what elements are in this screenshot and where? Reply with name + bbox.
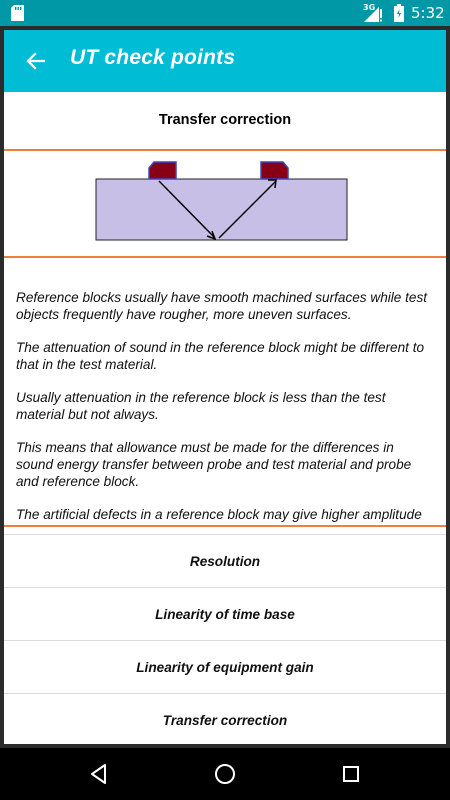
section-title: Transfer correction: [158, 112, 292, 128]
page-title: UT check points: [70, 46, 236, 69]
arrow-back-icon: [26, 52, 46, 70]
clock: 5:32: [411, 4, 445, 22]
sd-card-icon: [11, 5, 24, 21]
back-triangle-icon[interactable]: [87, 762, 111, 786]
topic-list: Resolution Linearity of time base Linear…: [4, 534, 446, 744]
paragraph: This means that allowance must be made f…: [16, 440, 412, 489]
paragraph: The artificial defects in a reference bl…: [16, 507, 422, 525]
probe-left: [148, 161, 177, 180]
app-container: UT check points Transfer correction Refe…: [4, 30, 446, 744]
paragraph: Usually attenuation in the reference blo…: [16, 390, 386, 422]
app-bar: UT check points: [4, 30, 446, 92]
content-text: Reference blocks usually have smooth mac…: [4, 259, 446, 525]
paragraph: Reference blocks usually have smooth mac…: [16, 290, 428, 322]
sound-path: [158, 179, 277, 241]
probe-right: [260, 161, 289, 180]
paragraph: The attenuation of sound in the referenc…: [16, 340, 425, 372]
recents-square-icon[interactable]: [339, 762, 363, 786]
back-button[interactable]: [18, 44, 52, 78]
menu-item-linearity-gain[interactable]: Linearity of equipment gain: [4, 640, 446, 693]
divider-bottom: [4, 525, 446, 527]
menu-item-linearity-time-base[interactable]: Linearity of time base: [4, 587, 446, 640]
transfer-correction-diagram: [95, 161, 348, 241]
screen-frame: UT check points Transfer correction Refe…: [0, 26, 450, 748]
divider-top: [4, 149, 446, 151]
divider-middle: [4, 256, 446, 258]
navigation-bar: [0, 748, 450, 800]
menu-item-resolution[interactable]: Resolution: [4, 534, 446, 587]
battery-icon: [394, 4, 404, 22]
signal-icon: [364, 7, 382, 22]
network-type-label: 3G: [363, 3, 376, 12]
home-circle-icon[interactable]: [213, 762, 237, 786]
status-bar: 3G 5:32: [0, 0, 450, 26]
menu-item-transfer-correction[interactable]: Transfer correction: [4, 693, 446, 744]
reference-block: [95, 178, 348, 241]
